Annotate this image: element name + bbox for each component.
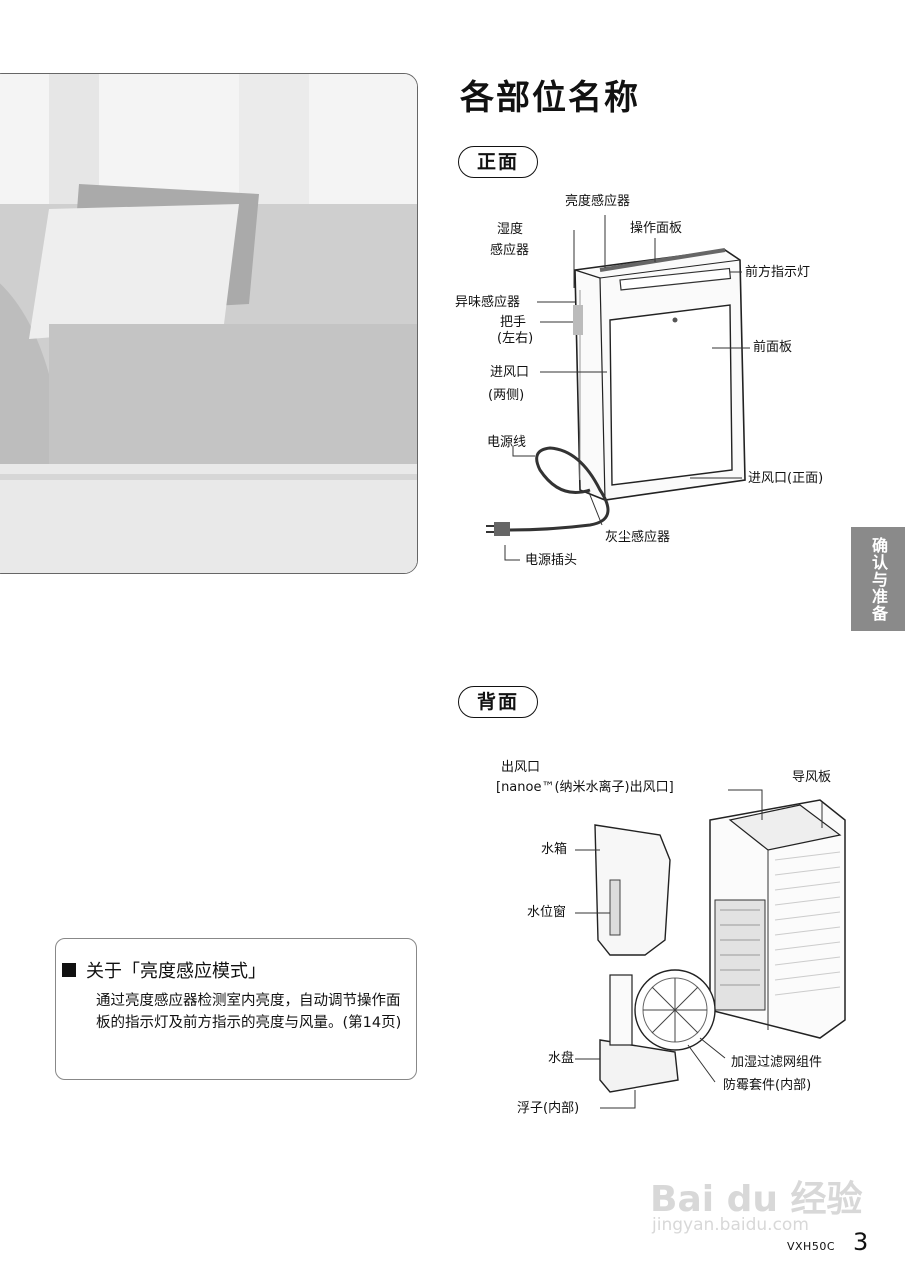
back-view-illustration <box>575 789 846 1109</box>
label-water-tank: 水箱 <box>541 842 568 857</box>
label-air-inlet-line1: 进风口 <box>490 365 530 380</box>
page-number: 3 <box>853 1228 869 1256</box>
label-handle-line1: 把手 <box>500 315 527 330</box>
label-front-indicator: 前方指示灯 <box>745 265 811 280</box>
label-outlet-line1: 出风口 <box>501 760 541 775</box>
label-float: 浮子(内部) <box>517 1101 580 1116</box>
note-box <box>55 938 417 1080</box>
back-heading: 背面 <box>458 686 539 718</box>
label-dust-sensor: 灰尘感应器 <box>605 530 671 545</box>
label-water-tray: 水盘 <box>548 1051 575 1066</box>
note-body: 通过亮度感应器检测室内亮度，自动调节操作面板的指示灯及前方指示的亮度与风量。(第… <box>96 993 402 1031</box>
label-odor-sensor: 异味感应器 <box>455 295 521 310</box>
note-heading-text: 关于「亮度感应模式」 <box>86 961 266 982</box>
label-front-panel: 前面板 <box>753 340 793 355</box>
watermark-brand: Bai du 经验 <box>650 1179 863 1220</box>
label-power-plug: 电源插头 <box>525 553 578 568</box>
label-humidity-sensor-line1: 湿度 <box>497 222 524 237</box>
label-control-panel: 操作面板 <box>630 221 683 236</box>
label-air-inlet-line2: (两侧) <box>488 388 525 403</box>
bullet-square-icon <box>62 963 76 977</box>
model-number: VXH50C <box>787 1240 836 1253</box>
label-water-window: 水位窗 <box>527 905 567 920</box>
label-humidity-sensor-line2: 感应器 <box>490 243 530 258</box>
label-humidify-filter: 加湿过滤网组件 <box>731 1055 823 1070</box>
front-heading: 正面 <box>458 146 539 178</box>
label-brightness-sensor: 亮度感应器 <box>565 194 631 209</box>
label-mold-kit: 防霉套件(内部) <box>723 1078 812 1093</box>
front-view-illustration <box>486 215 750 561</box>
page-title: 各部位名称 <box>460 78 640 118</box>
label-air-inlet-front: 进风口(正面) <box>748 471 824 486</box>
label-louver: 导风板 <box>792 770 832 785</box>
sofa-photo <box>0 73 418 574</box>
label-handle-line2: (左右) <box>497 331 534 346</box>
note-heading: 关于「亮度感应模式」 <box>62 957 266 983</box>
section-side-tab: 确认与准备 <box>851 527 905 631</box>
label-power-cord: 电源线 <box>487 435 527 450</box>
watermark-url: jingyan.baidu.com <box>652 1215 809 1235</box>
label-outlet-line2: [nanoe™(纳米水离子)出风口] <box>496 780 674 795</box>
